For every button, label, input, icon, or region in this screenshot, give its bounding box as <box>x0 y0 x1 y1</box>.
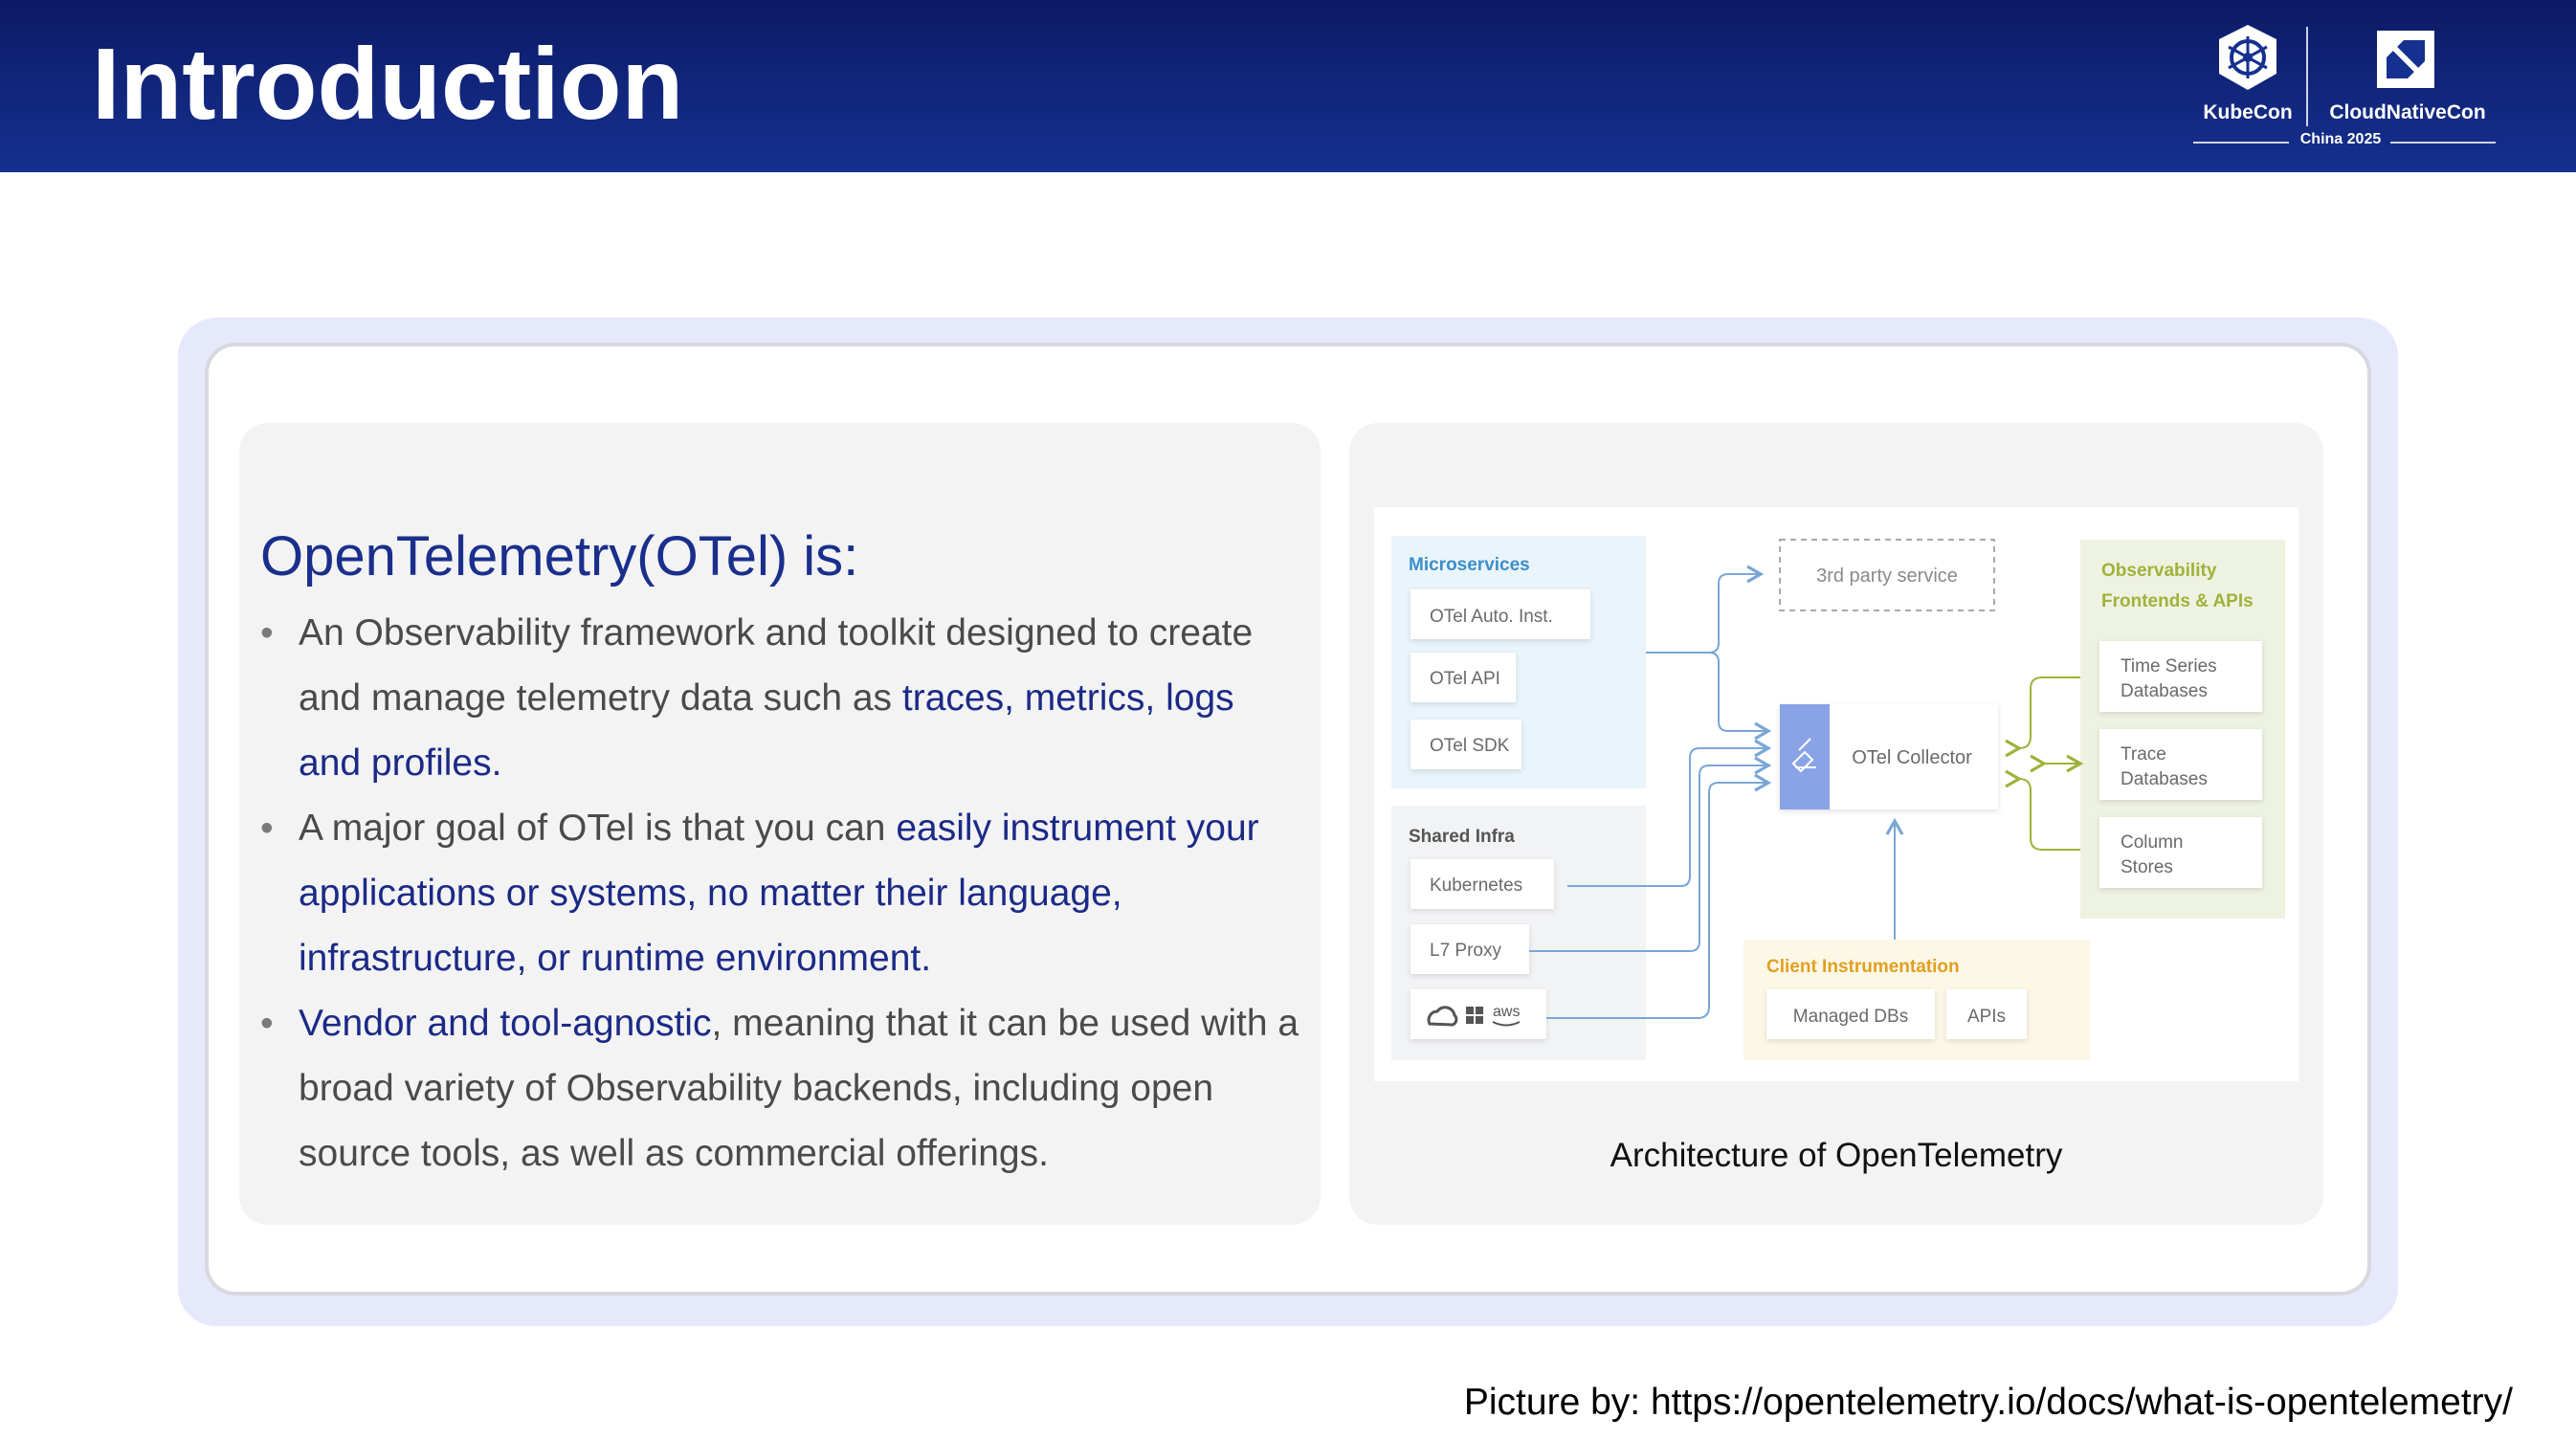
kubecon-label: KubeCon <box>2203 101 2293 123</box>
collector-icon <box>1791 738 1816 773</box>
bullet-text: A major goal of OTel is that you can <box>299 808 897 849</box>
infra-item-label: Kubernetes <box>1430 876 1522 896</box>
description-card <box>239 423 1321 1225</box>
bullet-highlight: Vendor and tool-agnostic <box>299 1003 712 1044</box>
infra-item: Kubernetes <box>1410 859 1554 909</box>
bullet-highlight: traces, metrics, logs and profiles <box>299 677 1234 784</box>
client-title: Client Instrumentation <box>1766 957 1960 977</box>
bullet-item: • Vendor and tool-agnostic, meaning that… <box>260 991 1303 1186</box>
connector-lines <box>1529 565 1904 1019</box>
logo-rule-right <box>2390 142 2496 144</box>
diagram-caption: Architecture of OpenTelemetry <box>1610 1137 2063 1174</box>
obs-item-line2: Stores <box>2121 857 2173 877</box>
obs-item-line1: Trace <box>2121 744 2166 765</box>
obs-item-line2: Databases <box>2121 681 2208 701</box>
obs-item-line1: Column <box>2121 832 2183 853</box>
bullet-text: , meaning that it can be used with a bro… <box>299 1003 1299 1174</box>
logo-year: China 2025 <box>2299 131 2382 147</box>
shared-infra-title: Shared Infra <box>1409 827 1515 847</box>
micro-item-label: OTel API <box>1430 669 1500 689</box>
observability-item: Time Series Databases <box>2099 641 2262 712</box>
observability-title-line1: Observability <box>2101 561 2217 581</box>
client-item: APIs <box>1946 989 2027 1039</box>
page-title: Introduction <box>92 28 684 141</box>
micro-item: OTel SDK <box>1410 720 1521 769</box>
aws-label: aws <box>1493 1004 1520 1020</box>
gcp-cloud-icon <box>1427 1006 1458 1027</box>
picture-credit: Picture by: https://opentelemetry.io/doc… <box>1463 1382 2513 1423</box>
third-party-service <box>1779 539 1995 611</box>
obs-item-line2: Databases <box>2121 769 2208 789</box>
third-party-label: 3rd party service <box>1816 565 1958 587</box>
bullet-punct: . <box>921 938 932 979</box>
bullet-punct: . <box>491 743 502 784</box>
observability-connectors <box>2005 676 2084 851</box>
aws-smile-icon <box>1492 1021 1521 1027</box>
bullet-dot-icon: • <box>260 808 274 849</box>
azure-windows-icon <box>1466 1007 1483 1024</box>
micro-item-label: OTel SDK <box>1430 736 1510 756</box>
bullet-item: • A major goal of OTel is that you can e… <box>260 796 1303 991</box>
kubecon-helm-icon <box>2219 25 2276 90</box>
infra-item-clouds: aws <box>1410 989 1546 1039</box>
bullet-list: • An Observability framework and toolkit… <box>260 601 1303 1186</box>
bullet-item: • An Observability framework and toolkit… <box>260 601 1303 796</box>
bullet-dot-icon: • <box>260 612 274 654</box>
observability-item: Trace Databases <box>2099 729 2262 800</box>
client-item: Managed DBs <box>1766 989 1935 1039</box>
otel-architecture-diagram: Microservices OTel Auto. Inst. OTel API … <box>1374 507 2298 1081</box>
bullet-dot-icon: • <box>260 1003 274 1044</box>
bullet-highlight: easily instrument your applications or s… <box>299 808 1259 979</box>
microservices-title: Microservices <box>1409 555 1530 575</box>
bullet-text: An Observability framework and toolkit d… <box>299 612 1254 719</box>
infra-item: L7 Proxy <box>1410 924 1529 974</box>
otel-collector <box>1780 704 1998 809</box>
infra-item-label: L7 Proxy <box>1430 941 1501 961</box>
logo-divider <box>2306 27 2308 126</box>
header-bar: Introduction KubeCon CloudNativeCon Chin… <box>0 0 2576 172</box>
otel-heading: OpenTelemetry(OTel) is: <box>260 525 859 587</box>
cloudnativecon-label: CloudNativeCon <box>2329 101 2486 123</box>
micro-item-label: OTel Auto. Inst. <box>1430 607 1553 627</box>
observability-title-line2: Frontends & APIs <box>2101 591 2254 611</box>
kubecon-logo: KubeCon CloudNativeCon China 2025 <box>2191 21 2498 155</box>
collector-label: OTel Collector <box>1852 747 1972 768</box>
obs-item-line1: Time Series <box>2121 656 2217 676</box>
client-item-label: Managed DBs <box>1793 1007 1908 1027</box>
observability-item: Column Stores <box>2099 817 2262 888</box>
micro-item: OTel Auto. Inst. <box>1410 589 1590 639</box>
cloudnativecon-icon <box>2377 31 2434 88</box>
logo-rule-left <box>2193 142 2289 144</box>
client-item-label: APIs <box>1967 1007 2006 1027</box>
micro-item: OTel API <box>1410 653 1516 702</box>
